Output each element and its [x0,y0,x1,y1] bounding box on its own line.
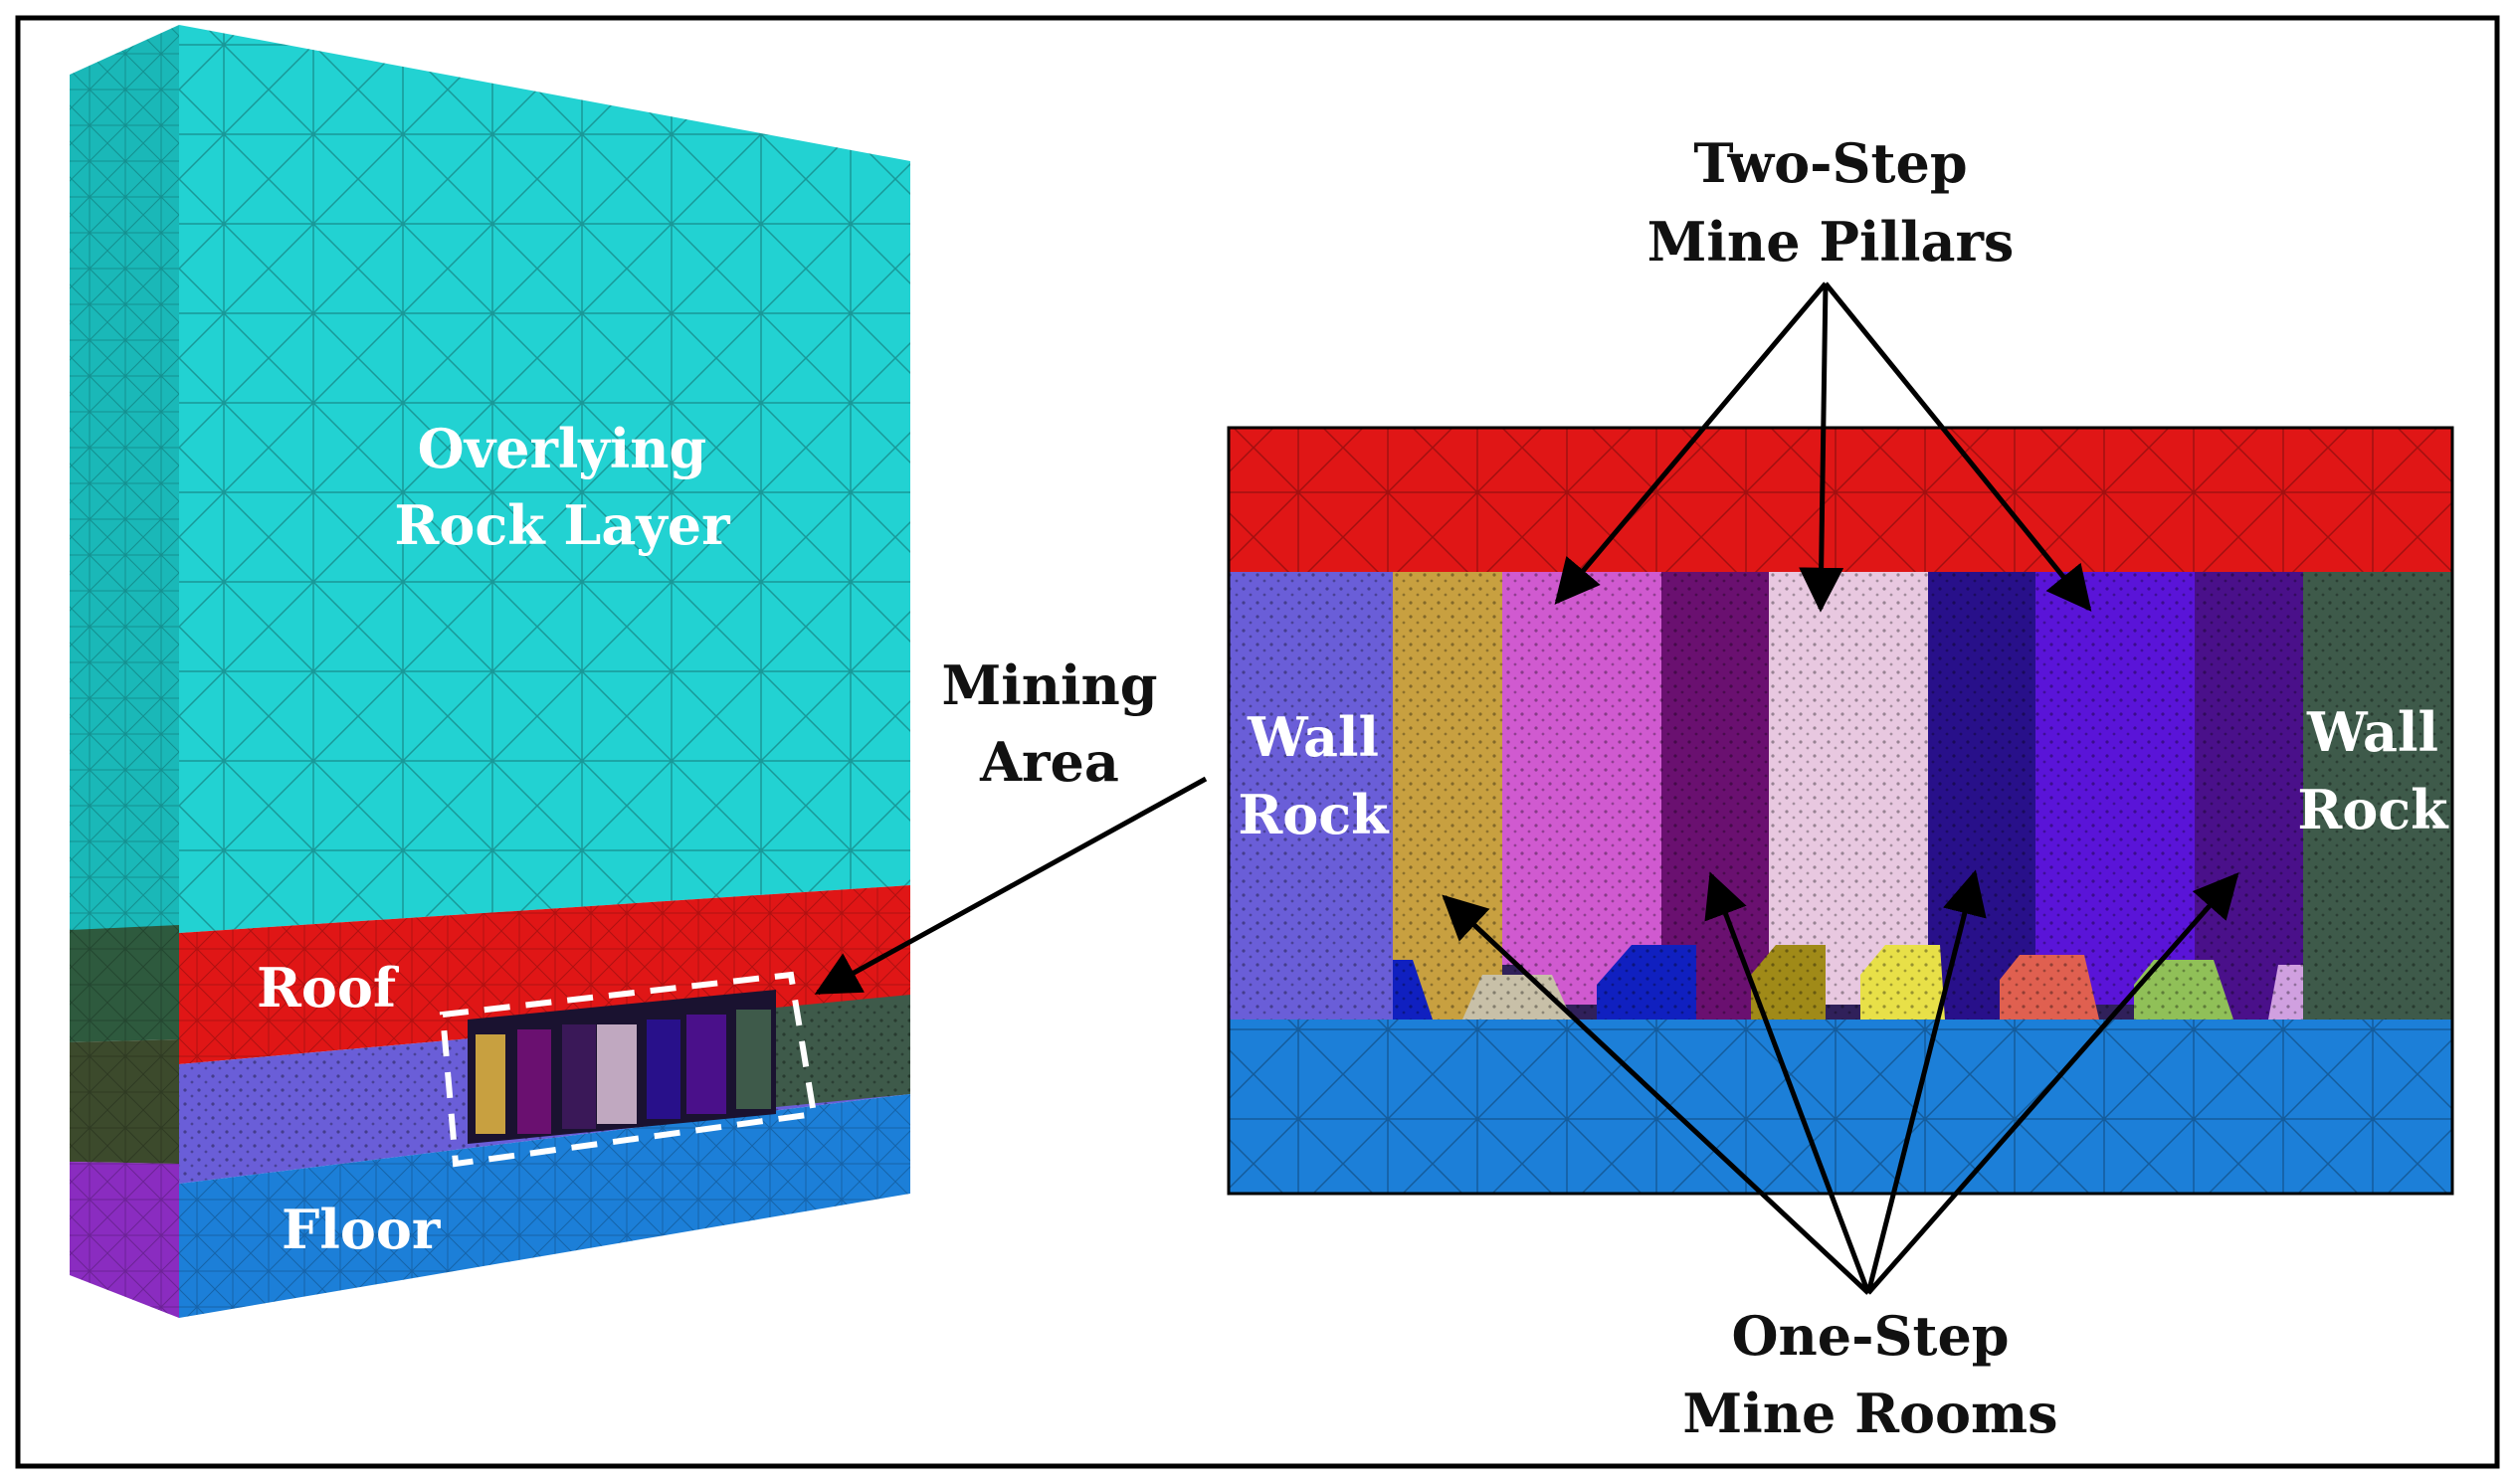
label-rooms-line2: Mine Rooms [1682,1382,2057,1445]
arrow-room-indigo [1866,872,2239,1295]
label-mining-line1: Mining [941,653,1157,717]
label-roof: Roof [257,956,400,1020]
label-wall-right-line1: Wall [2306,700,2438,764]
label-rooms-line1: One-Step [1731,1304,2009,1368]
label-pillars-line2: Mine Pillars [1647,210,2015,274]
arrows [814,281,2239,1295]
label-wall-right-line2: Rock [2297,778,2449,841]
arrow-pillar-white [1799,282,1844,613]
section-middle-mesh [1229,572,2452,1020]
section-roof-mesh [1229,428,2452,572]
section-outline [1227,426,2454,1196]
rock-block-3d [70,25,910,1318]
label-wall-left-line2: Rock [1238,783,1390,846]
side-face-lower-mesh [70,925,179,1318]
arrow-room-purple [1704,871,1871,1294]
section-floor-mesh [1229,1020,2452,1194]
label-mining-line2: Area [979,730,1119,794]
mining-area-cavity [468,990,776,1144]
label-pillars-line1: Two-Step [1693,131,1967,195]
mining-area-dashed-box [439,971,818,1168]
roof-mesh [179,885,910,1064]
label-floor: Floor [282,1198,441,1261]
floor-mesh [179,1094,910,1318]
label-overlying-line1: Overlying [418,417,707,480]
arrow-mining-area [814,776,1208,996]
label-overlying-line2: Rock Layer [394,493,730,557]
arrow-room-gold [1442,894,1870,1295]
label-wall-left-line1: Wall [1247,705,1379,769]
cross-section [1227,426,2454,1196]
side-face-overlying-mesh [70,25,179,935]
overlying-mesh [179,25,910,933]
arrow-pillar-pink [1554,281,1828,605]
arrow-room-navy [1865,869,1987,1294]
arrow-pillar-violet [1824,281,2092,612]
